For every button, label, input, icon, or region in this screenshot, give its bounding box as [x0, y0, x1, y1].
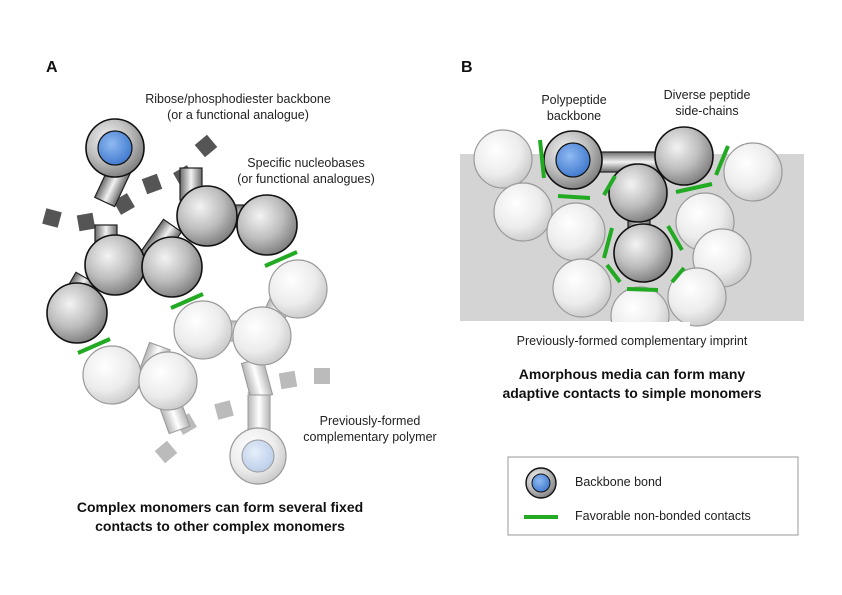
label-polypeptide-line1: Polypeptide	[541, 93, 607, 107]
green-contacts-b	[538, 139, 730, 292]
label-polymer-line2: complementary polymer	[303, 430, 437, 444]
green-contacts-a	[77, 250, 298, 355]
label-backbone: Ribose/phosphodiester backbone (or a fun…	[118, 91, 358, 123]
light-spheres-a	[82, 259, 328, 411]
panel-b-diagram	[460, 126, 804, 352]
legend-backbone-label: Backbone bond	[575, 475, 662, 489]
label-nucleobases-line2: (or functional analogues)	[237, 172, 375, 186]
backbone-node-b	[543, 130, 603, 190]
label-polypeptide: Polypeptide backbone	[524, 92, 624, 124]
label-side-chains-line2: side-chains	[675, 104, 739, 118]
imprint-bottom-cover	[600, 322, 690, 352]
label-backbone-line2: (or a functional analogue)	[167, 108, 309, 122]
label-nucleobases-line1: Specific nucleobases	[247, 156, 365, 170]
label-polypeptide-line2: backbone	[546, 109, 602, 123]
caption-a-line2: contacts to other complex monomers	[95, 518, 345, 534]
backbone-node-dark	[85, 118, 145, 178]
dark-spheres-a	[46, 185, 298, 344]
caption-a-line1: Complex monomers can form several fixed	[76, 499, 364, 515]
panel-b-letter: B	[461, 59, 473, 76]
caption-a: Complex monomers can form several fixed …	[45, 498, 395, 536]
panel-a-letter: A	[46, 59, 58, 76]
dark-spheres-b	[608, 126, 714, 283]
label-side-chains: Diverse peptide side-chains	[642, 87, 772, 119]
label-complementary-polymer: Previously-formed complementary polymer	[280, 413, 460, 445]
caption-b-line1: Amorphous media can form many	[518, 366, 746, 382]
backbone-node-light	[229, 427, 287, 485]
label-side-chains-line1: Diverse peptide	[663, 88, 751, 102]
panel-a-diagram	[42, 118, 330, 485]
caption-b: Amorphous media can form many adaptive c…	[462, 365, 802, 403]
imprint-label: Previously-formed complementary imprint	[516, 334, 748, 348]
caption-b-line2: adaptive contacts to simple monomers	[502, 385, 762, 401]
dark-backbone-dashes	[42, 134, 218, 232]
label-backbone-line1: Ribose/phosphodiester backbone	[145, 92, 331, 106]
label-nucleobases: Specific nucleobases (or functional anal…	[216, 155, 396, 187]
legend-box	[507, 456, 799, 536]
label-polymer-line1: Previously-formed	[319, 414, 421, 428]
legend-contacts-label: Favorable non-bonded contacts	[575, 509, 751, 523]
legend	[507, 456, 799, 536]
